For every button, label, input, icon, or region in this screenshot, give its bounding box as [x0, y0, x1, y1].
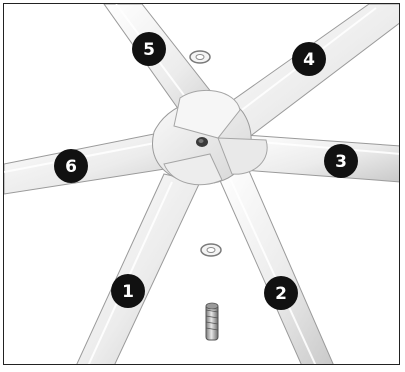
screw-icon	[206, 303, 218, 340]
leg-6-badge: 6	[54, 149, 88, 183]
leg-2-beam	[218, 164, 334, 365]
leg-3-badge: 3	[324, 144, 358, 178]
leg-5-number: 5	[143, 40, 155, 60]
assembly-diagram-frame: 5 4 6 3 1 2	[3, 3, 400, 365]
leg-2-number: 2	[275, 284, 287, 304]
leg-5-badge: 5	[132, 32, 166, 66]
leg-2-badge: 2	[264, 276, 298, 310]
leg-4-number: 4	[303, 50, 315, 70]
leg-3-number: 3	[335, 152, 347, 172]
center-bolt-hole	[196, 137, 208, 147]
leg-1-number: 1	[122, 282, 134, 302]
leg-1-beam	[76, 174, 200, 365]
chair-base-assembly-diagram: 5 4 6 3 1 2	[4, 4, 400, 365]
leg-4-badge: 4	[292, 42, 326, 76]
washer-icon	[201, 244, 221, 256]
leg-1-badge: 1	[111, 274, 145, 308]
washer-icon	[190, 51, 210, 63]
leg-6-number: 6	[65, 157, 77, 177]
